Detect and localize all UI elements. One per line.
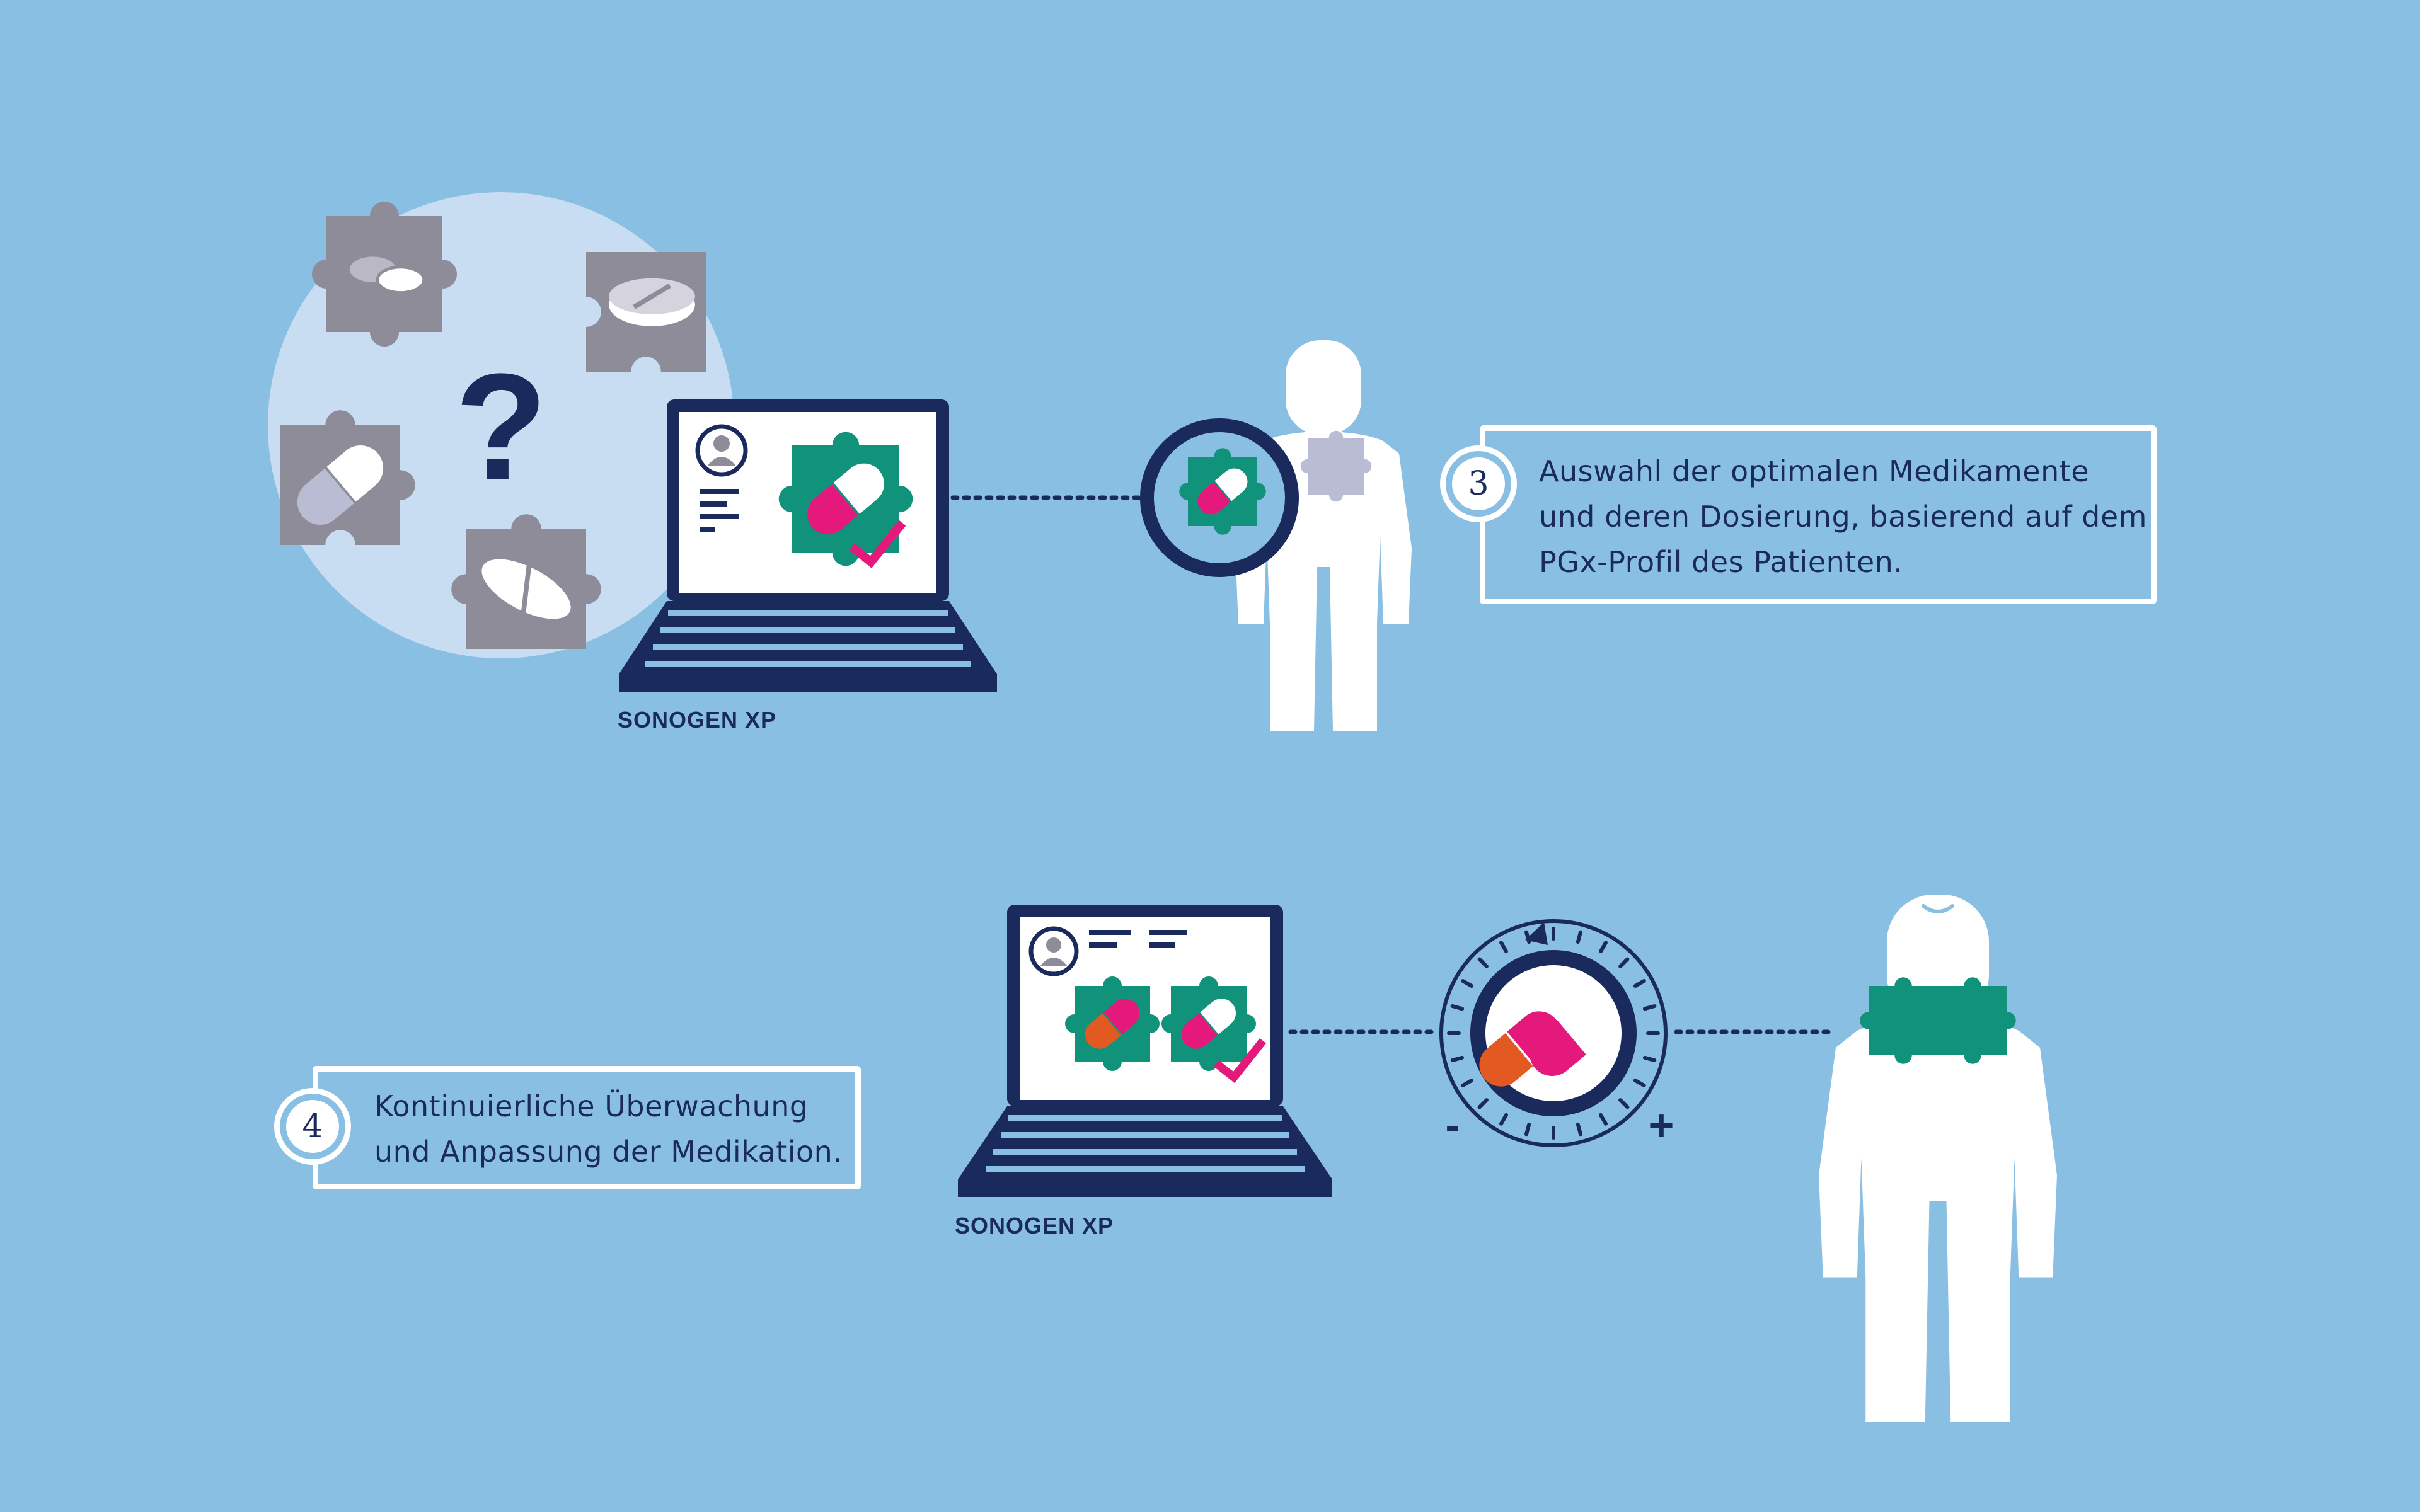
step-4-line-1: Kontinuierliche Überwachung — [374, 1089, 809, 1123]
dial-tick — [1642, 1004, 1657, 1011]
puzzle-piece-icon — [312, 202, 457, 346]
question-icon: ? — [455, 342, 548, 511]
avatar-icon — [695, 424, 748, 477]
dial-tick — [1524, 1122, 1531, 1137]
dial-tick — [1576, 930, 1582, 944]
dial-tick — [1499, 941, 1508, 954]
step-3-line-2: und deren Dosierung, basierend auf dem — [1539, 500, 2147, 534]
dial-tick — [1618, 1098, 1630, 1109]
laptop-icon — [958, 905, 1332, 1197]
dial-tick — [1618, 957, 1630, 968]
dial-tick — [1477, 1098, 1489, 1109]
drug-uncertainty-cluster: ? — [268, 192, 734, 658]
avatar-icon — [1028, 926, 1079, 976]
puzzle-piece-icon — [1860, 977, 1938, 1064]
puzzle-piece-icon — [280, 410, 415, 545]
dial-tick — [1461, 979, 1474, 988]
dial-tick — [1599, 1113, 1608, 1126]
dial-minus-label: - — [1445, 1101, 1460, 1150]
step-4-text: Kontinuierliche Überwachung und Anpassun… — [374, 1084, 842, 1174]
dial-tick — [1450, 1055, 1465, 1062]
dial-tick — [1633, 979, 1646, 988]
person-icon — [1819, 895, 2057, 1422]
dial-tick — [1633, 1079, 1646, 1087]
step-3-line-3: PGx-Profil des Patienten. — [1539, 545, 1903, 579]
puzzle-piece-icon — [1065, 976, 1160, 1071]
step-4-line-2: und Anpassung der Medikation. — [374, 1135, 843, 1169]
step-4-number-badge: 4 — [280, 1094, 345, 1159]
checkmark-icon — [849, 520, 906, 568]
step-3-number-badge: 3 — [1446, 451, 1511, 517]
checkmark-icon — [1213, 1038, 1267, 1084]
magnifier-icon — [1140, 418, 1299, 577]
dial-tick — [1450, 1004, 1465, 1011]
dial-plus-label: + — [1649, 1101, 1674, 1150]
laptop-icon — [619, 399, 997, 692]
puzzle-piece-icon — [1300, 430, 1372, 502]
puzzle-piece-icon — [1161, 976, 1256, 1071]
puzzle-piece-icon — [1179, 448, 1266, 535]
dial-tick — [1576, 1122, 1582, 1137]
dial-tick — [1599, 941, 1608, 954]
step-3-text: Auswahl der optimalen Medikamente und de… — [1539, 449, 2147, 585]
dial-tick — [1477, 957, 1489, 968]
puzzle-piece-icon — [451, 514, 601, 649]
puzzle-piece-icon — [778, 432, 913, 566]
dial-tick — [1461, 1079, 1474, 1087]
puzzle-piece-icon — [586, 252, 706, 372]
puzzle-piece-icon — [1938, 977, 2016, 1064]
smile-icon — [1921, 883, 1955, 914]
device-label-top: SONOGEN XP — [618, 707, 776, 733]
tablet-icon — [481, 559, 571, 619]
device-label-bottom: SONOGEN XP — [955, 1213, 1114, 1239]
dial-tick — [1642, 1055, 1657, 1062]
dial-tick — [1499, 1113, 1508, 1126]
step-3-line-1: Auswahl der optimalen Medikamente — [1539, 454, 2090, 488]
dial-icon — [1439, 919, 1668, 1147]
